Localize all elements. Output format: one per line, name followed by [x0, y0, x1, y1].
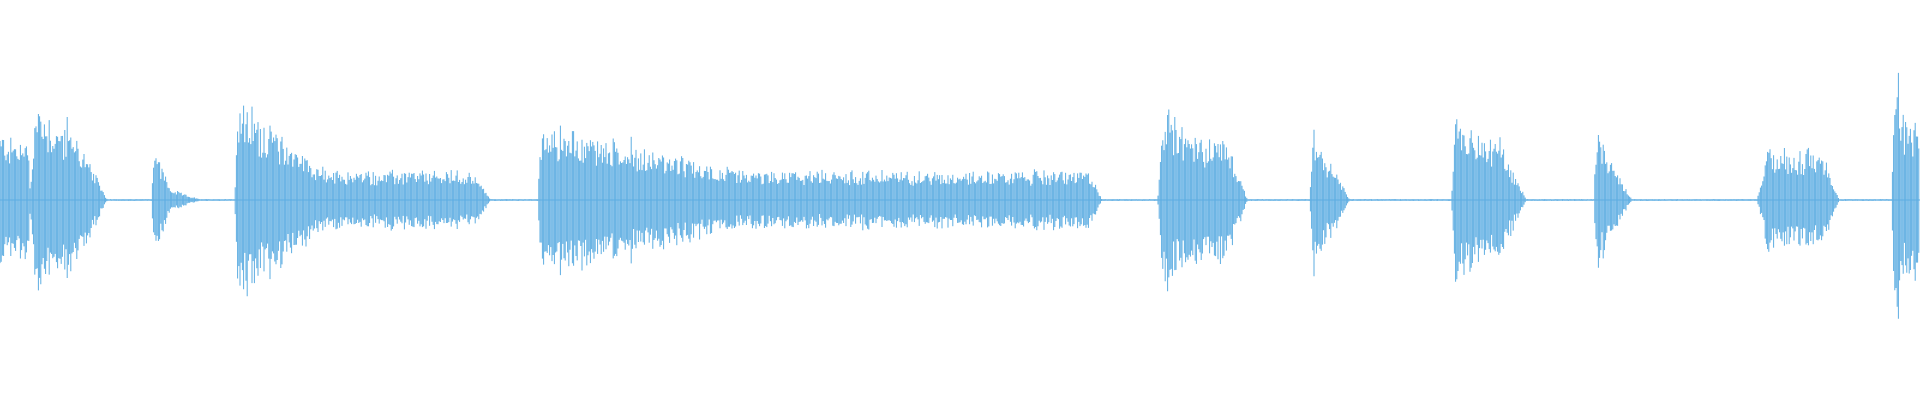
waveform-bars: [0, 72, 1920, 319]
